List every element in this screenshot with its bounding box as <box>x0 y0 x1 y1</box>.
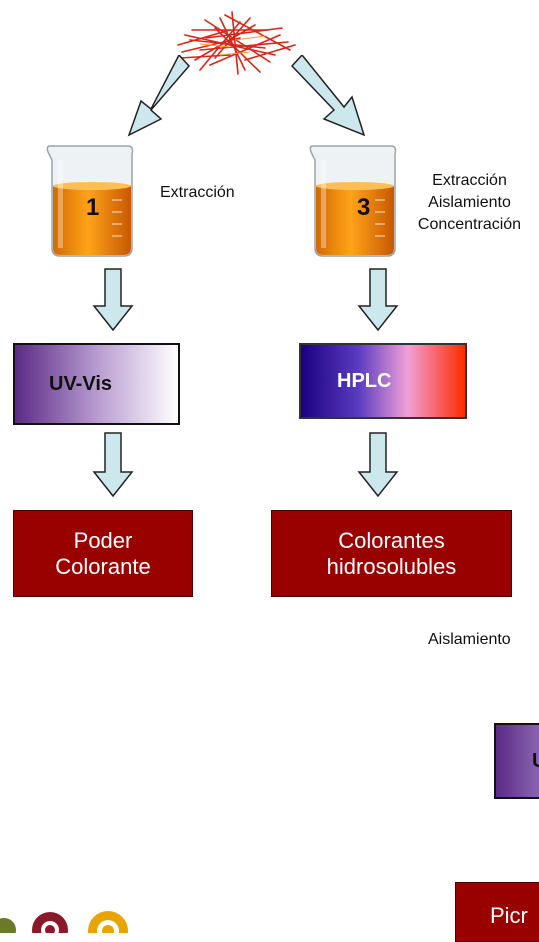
beaker-number: 1 <box>86 194 100 221</box>
down-arrow-icon <box>127 55 190 137</box>
result-line: Colorantes <box>338 527 445 553</box>
result-box-poder-colorante: Poder Colorante <box>13 510 193 597</box>
down-arrow-icon <box>357 432 399 498</box>
result-line-partial: Picr <box>490 903 528 928</box>
instrument-label: HPLC <box>337 369 392 392</box>
saffron-image <box>177 11 296 75</box>
step-label-line: Extracción <box>160 184 235 201</box>
beaker-number: 3 <box>357 194 371 221</box>
beaker-icon <box>46 145 134 257</box>
instrument-box-partial: U <box>494 723 539 799</box>
down-arrow-icon <box>92 432 134 498</box>
step-label: Extracción <box>160 182 235 204</box>
result-box-colorantes-hidrosolubles: Colorantes hidrosolubles <box>271 510 512 597</box>
instrument-label-partial: U <box>532 750 539 773</box>
instrument-box-uv-vis: UV-Vis <box>13 343 180 425</box>
instrument-label: UV-Vis <box>49 372 112 395</box>
result-line: hidrosolubles <box>326 553 457 579</box>
step-label-line: Aislamiento <box>428 194 511 211</box>
instrument-box-hplc: HPLC <box>299 343 467 419</box>
step-label-line: Concentración <box>417 216 522 233</box>
down-arrow-icon <box>357 268 399 332</box>
down-arrow-icon <box>92 268 134 332</box>
beaker-icon <box>309 145 397 257</box>
result-line: Poder <box>73 527 133 553</box>
result-box-partial: Picr <box>455 882 539 942</box>
logo-icon <box>0 911 128 933</box>
down-arrow-icon <box>290 55 366 137</box>
step-label-partial: Aislamiento <box>428 631 511 648</box>
step-label: Extracción Aislamiento Concentración <box>400 170 539 236</box>
step-label-line: Extracción <box>432 172 507 189</box>
result-line: Colorante <box>55 553 151 579</box>
